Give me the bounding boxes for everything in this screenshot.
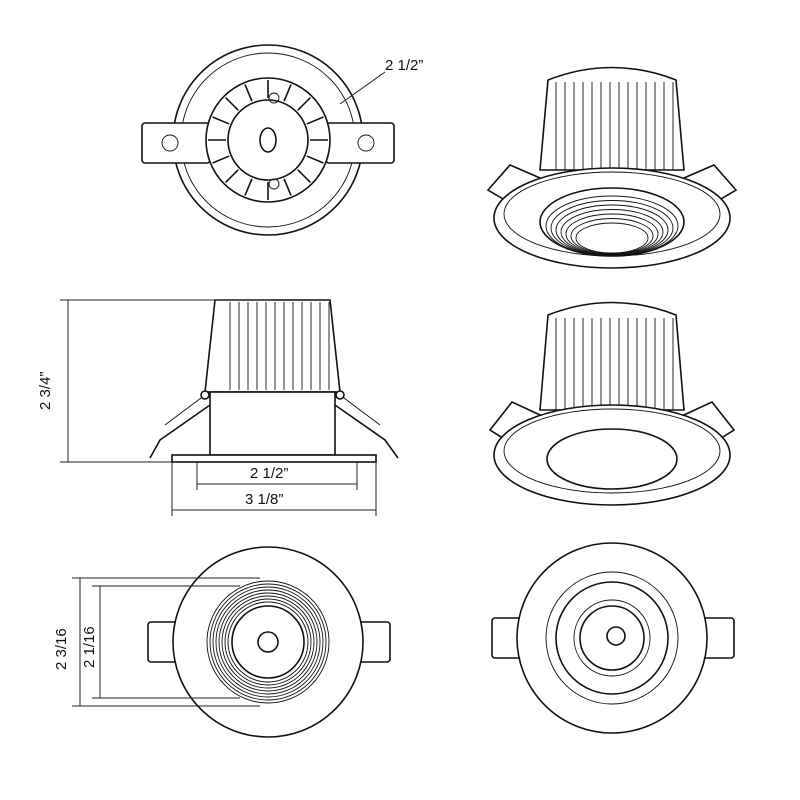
drawing-stroke xyxy=(212,116,230,125)
front-inner-height-label: 2 1/16 xyxy=(81,626,98,668)
drawing-stroke xyxy=(575,222,649,254)
drawing-stroke xyxy=(225,169,239,183)
drawing-stroke xyxy=(209,583,327,701)
drawing-stroke xyxy=(227,601,309,683)
drawing-stroke xyxy=(565,213,659,255)
drawing-stroke xyxy=(212,155,230,164)
side-flange-width-label: 3 1/8” xyxy=(245,491,283,508)
drawing-stroke xyxy=(560,209,664,255)
drawing-stroke xyxy=(215,589,321,695)
drawing-stroke xyxy=(244,84,253,102)
drawing-stroke xyxy=(555,204,669,256)
front-view-smooth xyxy=(491,542,735,734)
drawing-stroke xyxy=(224,598,312,686)
top-view: 2 1/2” xyxy=(141,44,423,236)
drawing-stroke xyxy=(550,200,674,256)
front-view-baffle: 2 3/16 2 1/16 xyxy=(53,546,391,738)
side-view: 2 3/4” 2 1/2” 3 1/8” xyxy=(37,299,399,516)
drawing-stroke xyxy=(545,195,679,257)
drawing-stroke xyxy=(221,595,315,689)
drawing-stroke xyxy=(206,580,330,704)
drawing-stroke xyxy=(244,178,253,196)
drawing-stroke xyxy=(212,586,324,698)
top-view-diameter-label: 2 1/2” xyxy=(385,57,423,74)
drawing-stroke xyxy=(283,178,292,196)
front-outer-height-label: 2 3/16 xyxy=(53,628,70,670)
drawing-stroke xyxy=(297,97,311,111)
drawing-stroke xyxy=(306,155,324,164)
side-height-label: 2 3/4” xyxy=(37,372,54,410)
drawing-stroke xyxy=(297,169,311,183)
drawing-stroke xyxy=(306,116,324,125)
perspective-smooth-view xyxy=(488,301,736,506)
side-inner-width-label: 2 1/2” xyxy=(250,465,288,482)
perspective-baffle-view xyxy=(486,66,738,269)
drawing-stroke xyxy=(218,592,318,692)
drawing-stroke xyxy=(570,218,654,254)
drawing-stroke xyxy=(283,84,292,102)
drawing-stroke xyxy=(225,97,239,111)
